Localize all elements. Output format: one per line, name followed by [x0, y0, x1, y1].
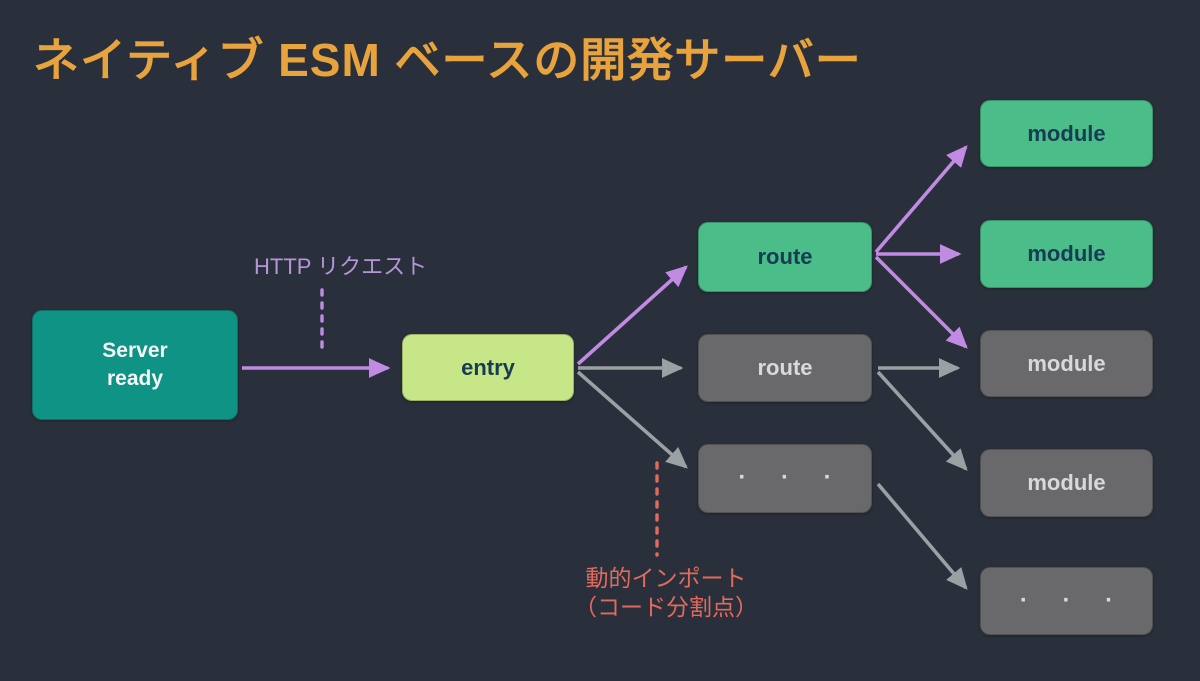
dynamic-import-label: 動的インポート （コード分割点） [548, 564, 784, 623]
edge-route-inactive-to-module-gray2 [876, 370, 968, 471]
edge-route-active-to-module-gray1 [874, 255, 968, 349]
module-3-label: module [1027, 350, 1106, 376]
edge-entry-to-routes-more [576, 370, 688, 469]
node-module-3: module [980, 330, 1153, 397]
server-ready-label-line2: ready [106, 367, 164, 390]
node-route-inactive: route [698, 334, 872, 402]
node-module-1: module [980, 100, 1153, 167]
edge-route-active-to-module-top [874, 145, 968, 254]
node-modules-ellipsis: · · · [980, 567, 1153, 635]
node-module-4: module [980, 449, 1153, 517]
server-ready-label-line1: Server [102, 338, 168, 362]
route-inactive-label: route [757, 355, 813, 381]
dynamic-import-label-line2: （コード分割点） [574, 594, 758, 621]
module-2-label: module [1027, 241, 1106, 267]
node-route-active: route [698, 222, 872, 292]
node-routes-ellipsis: · · · [698, 444, 872, 513]
module-4-label: module [1027, 470, 1106, 496]
modules-ellipsis-label: · · · [1019, 586, 1128, 614]
http-request-label: HTTP リクエスト [254, 254, 428, 279]
edge-entry-to-route-active [576, 265, 688, 366]
edge-routes-more-to-modules-more [876, 482, 968, 590]
node-entry: entry [402, 334, 574, 401]
route-active-label: route [757, 244, 813, 270]
dynamic-import-label-line1: 動的インポート [585, 565, 747, 591]
node-module-2: module [980, 220, 1153, 288]
module-1-label: module [1027, 120, 1106, 146]
node-server-ready: Server ready [32, 310, 238, 420]
page-title: ネイティブ ESM ベースの開発サーバー [33, 34, 862, 86]
entry-label: entry [461, 354, 515, 380]
routes-ellipsis-label: · · · [738, 464, 846, 492]
